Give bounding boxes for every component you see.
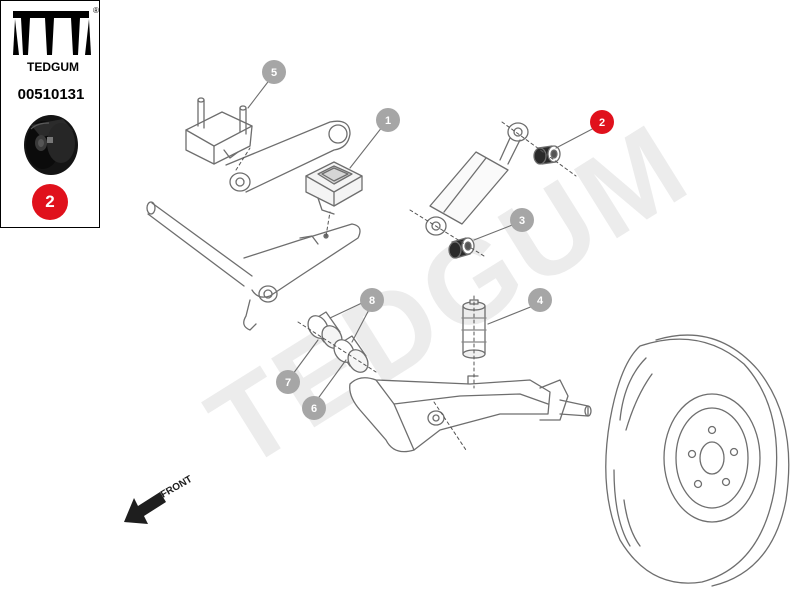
bushing-product-image [24, 115, 78, 175]
callout-8[interactable]: 8 [360, 288, 384, 312]
part-3-lower-bushing [448, 237, 475, 259]
part-5-body-mount [185, 97, 253, 165]
part-number: 00510131 [17, 86, 85, 103]
callout-4-label: 4 [537, 295, 544, 307]
tedgum-logo-icon [13, 11, 91, 55]
callout-3[interactable]: 3 [510, 208, 534, 232]
part-1-rubber-mount [305, 161, 363, 239]
callout-8-label: 8 [369, 295, 375, 307]
callout-3-label: 3 [519, 215, 525, 227]
assembly-guide-lines [235, 121, 577, 451]
callout-7-label: 7 [285, 377, 291, 389]
front-direction-indicator: FRONT [124, 474, 194, 524]
callout-2-label: 2 [599, 117, 605, 129]
callout-7[interactable]: 7 [276, 370, 300, 394]
trailing-arm [349, 375, 592, 453]
callout-1[interactable]: 1 [376, 108, 400, 132]
registered-mark: ® [93, 6, 99, 15]
part-6-bushing [333, 335, 369, 373]
brand-name: TEDGUM [27, 60, 79, 74]
callout-6-label: 6 [311, 403, 317, 415]
wheel [605, 334, 790, 587]
callout-5-label: 5 [271, 67, 277, 79]
callout-2[interactable]: 2 [590, 110, 614, 134]
callout-5[interactable]: 5 [262, 60, 286, 84]
callout-6[interactable]: 6 [302, 396, 326, 420]
brand-logo-graphic: ® [13, 6, 99, 175]
part-info-panel: ® TEDGUM 00510131 2 [0, 0, 100, 228]
front-arrow-icon [124, 492, 166, 524]
callout-4[interactable]: 4 [528, 288, 552, 312]
front-label: FRONT [159, 474, 194, 501]
selected-position-badge: 2 [32, 184, 68, 220]
callout-1-label: 1 [385, 115, 391, 127]
torsion-bar-bracket [146, 201, 361, 331]
shock-absorber [425, 122, 529, 236]
upper-arm [225, 120, 351, 193]
